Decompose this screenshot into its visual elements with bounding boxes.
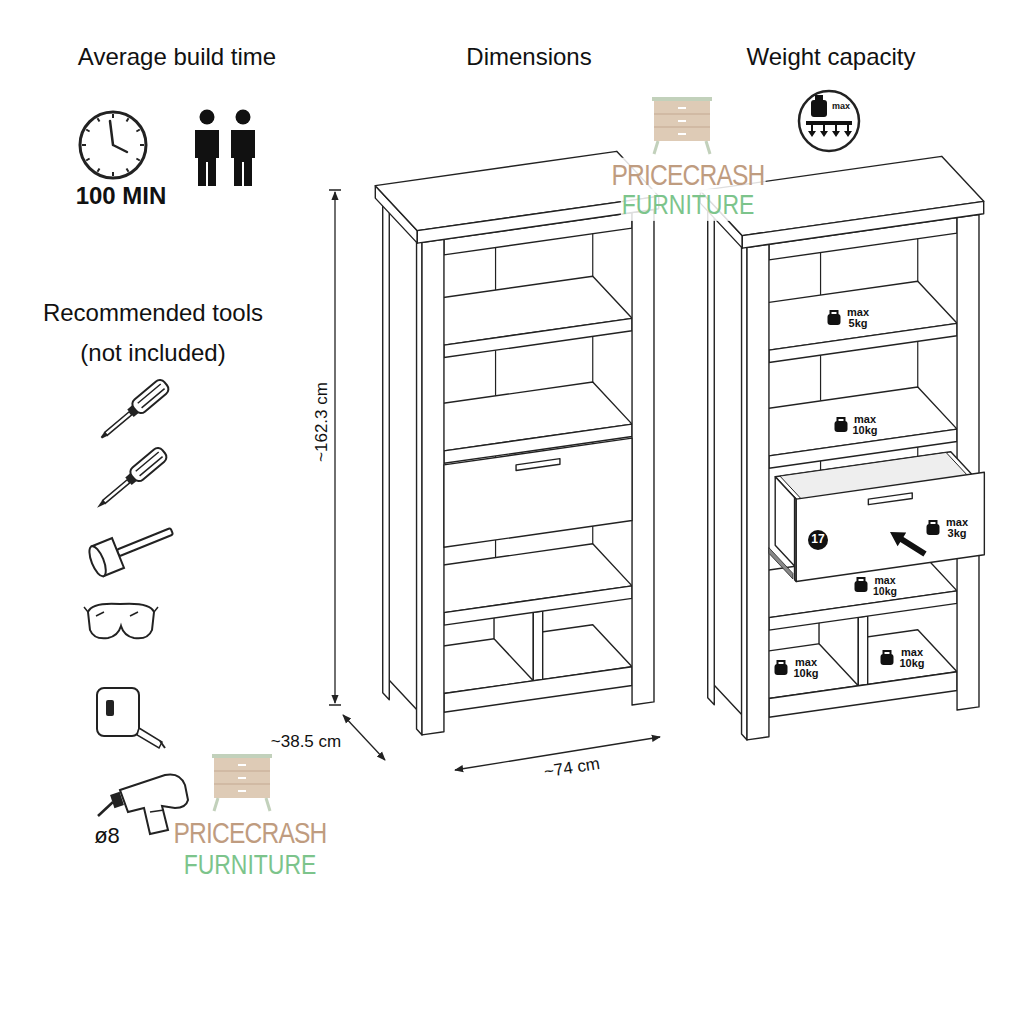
mallet-icon [117,528,173,556]
drawer-open [769,452,984,582]
weight-limit: max 10kg [851,414,878,436]
watermark-text: PRICECRASH [611,158,766,193]
bookcase-drawing [422,239,444,735]
drawer-closed [444,438,632,547]
build-time: 100 MIN [76,182,167,210]
bookcase-drawing [444,586,632,625]
bookcase-drawing [383,200,390,699]
watermark-logo [654,101,710,141]
screwdriver-icon [100,432,108,440]
clock-icon [82,114,144,176]
screwdriver-icon [95,500,105,510]
weight-capacity-icon [799,91,859,151]
people-icon [195,130,219,186]
callout-circle [808,530,828,550]
callout-number: 17 [811,533,824,547]
weight-icon [828,311,841,325]
screwdriver-icon [92,446,169,514]
weight-limit: max 10kg [872,575,898,596]
bookcase-drawing [417,237,422,735]
people-icon [231,130,255,186]
bookcase-drawing [375,151,658,735]
drawer-open [796,472,984,581]
push-arrow [890,532,927,557]
watermark-logo [654,141,710,154]
drawer-open [868,493,912,505]
drill-icon [98,802,113,816]
clock-icon [110,121,127,152]
section-note: (not included) [80,339,225,367]
section-heading: Recommended tools [43,299,263,327]
weight-limit: max 10kg [898,647,925,669]
weight-capacity-icon [808,131,852,137]
dimension-lines [329,190,660,770]
drawer-open [796,472,984,581]
mallet-icon [86,544,109,578]
people-icon [200,110,215,125]
weight-limit: max 3kg [945,517,969,539]
people-icon [195,110,255,187]
screwdriver-icon [136,452,163,476]
icon-label: max [832,101,850,111]
dimension-label: ~38.5 cm [271,732,341,752]
people-icon [236,110,251,125]
screwdriver-icon [103,480,130,504]
tape-measure-icon [106,700,114,716]
drawer-open [769,497,796,581]
weight-limit: max 10kg [792,657,819,679]
watermark-logo [652,97,712,154]
tape-measure-icon [160,741,165,748]
section-heading: Average build time [78,43,276,71]
weight-icon [927,521,940,535]
tape-measure-icon [137,728,162,748]
goggles-icon [84,604,158,639]
dimension-lines [334,192,335,703]
screwdriver-icon [130,378,171,416]
tape-measure-icon [97,688,165,748]
dimension-lines [343,715,385,760]
drill-bit-size: ø8 [94,823,120,848]
bookcase-drawing [444,667,632,712]
watermark-text: FURNITURE [621,189,755,221]
drawer-closed [444,438,632,547]
weight-icon [855,578,868,592]
screwdriver-icon [128,446,169,484]
screwdriver-icon [105,412,132,436]
clock-icon [80,112,146,178]
screwdriver-icon [138,384,165,408]
weight-capacity-icon [811,100,827,117]
drawer-open [769,548,793,579]
goggles-icon [84,607,158,616]
watermark-text: FURNITURE [183,849,317,881]
section-heading: Dimensions [466,43,591,71]
watermark-logo [212,754,272,811]
section-heading: Weight capacity [747,43,916,71]
bookcase-drawing [533,611,542,681]
dimension-label: ~162.3 cm [312,382,332,462]
dimension-label: ~74 cm [543,754,602,782]
weight-icon [835,418,848,432]
bookcase-drawing [700,156,983,740]
clock-icon [80,112,146,178]
bookcase-drawing [632,209,654,705]
drill-icon [150,810,164,812]
watermark-logo [652,97,712,101]
weight-icon [881,651,894,665]
mallet-icon [86,516,178,578]
weight-capacity-icon [812,125,848,132]
bookcase-drawing [444,318,632,357]
tape-measure-icon [97,688,139,736]
screwdriver-icon [96,378,171,444]
watermark-logo [678,108,686,134]
weight-icon [775,661,788,675]
drawer-closed [516,459,560,471]
drill-icon [110,792,124,808]
goggles-icon [88,604,154,639]
weight-capacity-icon [799,91,859,151]
weight-capacity-icon [806,121,852,125]
watermark-text: PRICECRASH [173,816,328,851]
weight-limit: max 5kg [846,307,870,329]
